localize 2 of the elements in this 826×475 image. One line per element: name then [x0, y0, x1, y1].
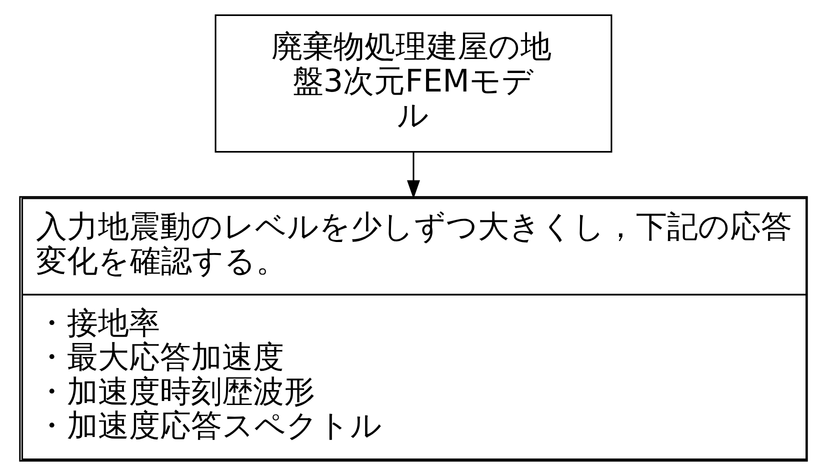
node-box: 廃棄物処理建屋の地盤3次元FEMモデル: [214, 14, 612, 152]
arrow: [406, 151, 420, 198]
